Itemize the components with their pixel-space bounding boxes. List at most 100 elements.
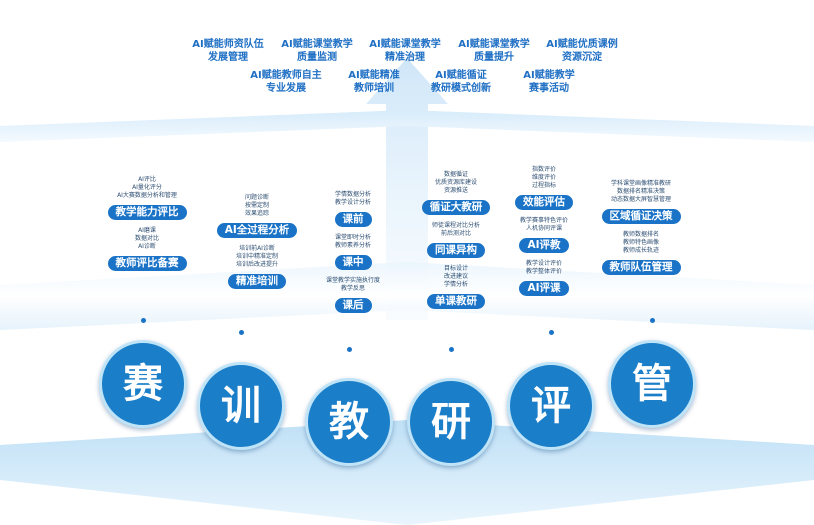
capability-column: 学科课堂画像精准教研数据排名精准决策动态数据大屏智慧管理区域循证决策教师数据排名…: [582, 180, 700, 282]
capability-detail: 教学反思: [340, 285, 365, 292]
capability-label: 教师评比备赛: [107, 256, 187, 271]
capability-label: 同课异构: [427, 243, 485, 258]
connector-dot: [347, 347, 352, 352]
capability-label: 课后: [334, 298, 372, 313]
base-chevron-band: [0, 420, 814, 525]
connector-dot: [650, 318, 655, 323]
capability-detail: 优质资源库建设: [434, 179, 477, 186]
pillar-circle: 训: [197, 362, 285, 450]
capability-detail: 师徒课程对比分析: [431, 222, 480, 229]
capability-detail: 人机协同评课: [525, 225, 562, 232]
goal-text-line2: 质量提升: [474, 52, 514, 63]
capability-label: AI全过程分析: [216, 223, 298, 238]
capability-label-wrap: 教师队伍管理: [582, 255, 700, 278]
capability-detail: 学科课堂画像精准教研: [610, 180, 671, 187]
goal-text-line1: AI赋能课堂教学: [458, 39, 530, 50]
connector-dot: [449, 347, 454, 352]
capability-label-wrap: 课前: [294, 207, 412, 230]
goal-text-line1: AI赋能教学: [523, 70, 575, 81]
capability-label: 课前: [334, 212, 372, 227]
pillar-circle: 研: [407, 378, 495, 466]
capability-detail: 课堂教学实施执行度: [325, 277, 380, 284]
capability-label: AI评教: [519, 238, 569, 253]
capability-label-wrap: 效能评估: [485, 190, 603, 213]
goal-item: AI赋能课堂教学质量提升: [444, 38, 544, 64]
capability-label-wrap: AI评课: [485, 276, 603, 299]
goal-item: AI赋能课堂教学质量监测: [267, 38, 367, 64]
capability-detail: 教师素养分析: [334, 242, 371, 249]
capability-detail: 问题诊断: [244, 194, 269, 201]
capability-label-wrap: 单课教研: [397, 289, 515, 312]
capability-column: 问题诊断按需定制效果追踪 AI全过程分析培训前AI诊断培训中精准定制培训后改进提升…: [198, 194, 316, 296]
capability-group: 课堂教学实施执行度教学反思课后: [294, 277, 412, 316]
goal-text-line2: 资源沉淀: [562, 52, 602, 63]
connector-dot: [549, 330, 554, 335]
capability-group: 学科课堂画像精准教研数据排名精准决策动态数据大屏智慧管理区域循证决策: [582, 180, 700, 227]
capability-detail: 按需定制: [244, 202, 269, 209]
capability-group: 数据循证优质资源库建设资源推送循证大教研: [397, 171, 515, 218]
capability-detail: 培训前AI诊断: [239, 245, 275, 252]
capability-detail: 资源推送: [443, 187, 468, 194]
capability-column: 指数评价维度评价过程指标效能评估教学赛事特色评价人机协同评课 AI评教教学设计评价…: [485, 166, 603, 303]
capability-detail: 前后测对比: [440, 230, 471, 237]
capability-group: 培训前AI诊断培训中精准定制培训后改进提升精准培训: [198, 245, 316, 292]
capability-detail: 效果追踪: [244, 210, 269, 217]
capability-label: AI评课: [519, 281, 569, 296]
capability-label: 区域循证决策: [601, 209, 681, 224]
capability-detail: 培训后改进提升: [235, 261, 278, 268]
capability-detail: 数据排名精准决策: [616, 188, 665, 195]
capability-label-wrap: 教师评比备赛: [88, 251, 206, 274]
capability-label-wrap: 课中: [294, 250, 412, 273]
pillar-circle: 管: [608, 340, 696, 428]
goal-text-line1: AI赋能优质课例: [546, 39, 618, 50]
capability-detail: AI诊断: [138, 243, 156, 250]
goal-item: AI赋能循证教研模式创新: [411, 69, 511, 95]
capability-label: 效能评估: [515, 195, 573, 210]
goal-text-line1: AI赋能课堂教学: [369, 39, 441, 50]
goal-text-line2: 赛事活动: [529, 83, 569, 94]
connector-dot: [141, 318, 146, 323]
capability-group: 教学赛事特色评价人机协同评课 AI评教: [485, 217, 603, 256]
capability-detail: 课堂即时分析: [334, 234, 371, 241]
capability-group: 学情数据分析教学设计分析课前: [294, 191, 412, 230]
capability-detail: 教学设计评价: [525, 260, 562, 267]
capability-column: 学情数据分析教学设计分析课前课堂即时分析教师素养分析课中课堂教学实施执行度教学反…: [294, 191, 412, 320]
capability-detail: 指数评价: [531, 166, 556, 173]
goal-text-line1: AI赋能精准: [348, 70, 400, 81]
goal-item: AI赋能精准教师培训: [324, 69, 424, 95]
goal-text-line2: 教师培训: [354, 83, 394, 94]
capability-detail: 教学赛事特色评价: [519, 217, 568, 224]
capability-label-wrap: 课后: [294, 293, 412, 316]
pillar-circle: 教: [305, 378, 393, 466]
capability-detail: 学情数据分析: [334, 191, 371, 198]
goal-text-line2: 专业发展: [266, 83, 306, 94]
capability-group: 教师数据排名教师特色画像教师成长轨迹教师队伍管理: [582, 231, 700, 278]
capability-detail: 动态数据大屏智慧管理: [610, 196, 671, 203]
goal-item: AI赋能课堂教学精准治理: [355, 38, 455, 64]
goal-text-line1: AI赋能循证: [435, 70, 487, 81]
capability-detail: 改进建议: [443, 273, 468, 280]
upper-chevron-band: [0, 110, 814, 142]
capability-column: 数据循证优质资源库建设资源推送循证大教研师徒课程对比分析前后测对比同课异构目标设…: [397, 171, 515, 316]
capability-detail: 教师特色画像: [622, 239, 659, 246]
capability-detail: 数据对比: [134, 235, 159, 242]
capability-detail: 学情分析: [443, 281, 468, 288]
capability-group: 指数评价维度评价过程指标效能评估: [485, 166, 603, 213]
capability-detail: 数据循证: [443, 171, 468, 178]
capability-label: 课中: [334, 255, 372, 270]
capability-label: 教师队伍管理: [601, 260, 681, 275]
goal-text-line2: 精准治理: [385, 52, 425, 63]
goal-item: AI赋能教学赛事活动: [499, 69, 599, 95]
capability-label-wrap: AI评教: [485, 233, 603, 256]
capability-detail: 教师成长轨迹: [622, 247, 659, 254]
capability-detail: 教学设计分析: [334, 199, 371, 206]
capability-detail: 培训中精准定制: [235, 253, 278, 260]
capability-group: 课堂即时分析教师素养分析课中: [294, 234, 412, 273]
goal-text-line1: AI赋能课堂教学: [281, 39, 353, 50]
goal-text-line1: AI赋能教师自主: [250, 70, 322, 81]
capability-label-wrap: 循证大教研: [397, 195, 515, 218]
